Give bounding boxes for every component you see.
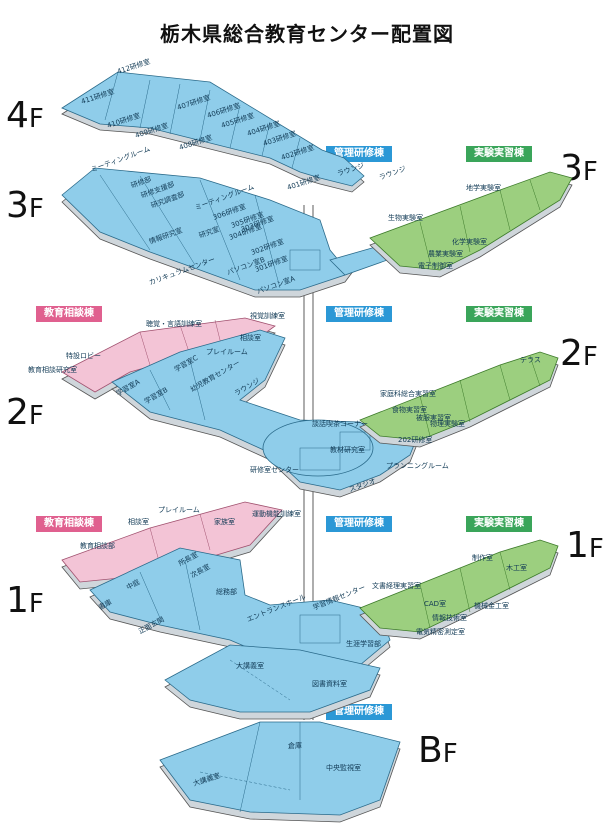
room-label: 機械金工室 xyxy=(474,601,509,610)
room-label: 研修室センター xyxy=(250,465,299,474)
room-label: 被服実習室 xyxy=(416,413,451,422)
room-label: 倉庫 xyxy=(288,741,302,750)
floor-label-3f-left: 3F xyxy=(6,185,44,226)
floor-label-1f-left: 1F xyxy=(6,580,44,621)
room-label: 情報技術室 xyxy=(432,613,467,622)
floor-2f-kanri-plan xyxy=(111,329,421,498)
room-label: 食物実習室 xyxy=(392,405,427,414)
room-label: 地学実験室 xyxy=(466,183,501,192)
room-label: テラス xyxy=(520,356,541,364)
room-label: 化学実験室 xyxy=(452,237,487,246)
floor-3f-jikken-plan xyxy=(369,171,573,278)
room-label: 電気精密測定室 xyxy=(416,627,465,636)
room-label: 総務部 xyxy=(216,587,237,596)
room-label: 木工室 xyxy=(506,563,527,572)
floor-2f-jikken-plan xyxy=(359,351,559,448)
room-label: 談話喫茶コーナー xyxy=(312,419,368,428)
tag-kanri-bf: 管理研修棟 xyxy=(326,704,392,720)
room-label: 生涯学習部 xyxy=(346,639,381,648)
room-label: 202研修室 xyxy=(398,435,432,444)
floor-1f-kanri-plan xyxy=(89,547,391,720)
floor-1f-soudan-plan xyxy=(61,501,283,590)
room-label: 教育相談部 xyxy=(80,541,115,550)
room-label: 教材研究室 xyxy=(330,445,365,454)
room-label: 中央監視室 xyxy=(326,763,361,772)
room-label: プレイルーム xyxy=(158,506,200,514)
floor-label-2f-right: 2F xyxy=(560,333,598,374)
room-label: 家族室 xyxy=(214,517,235,526)
tag-soudan-1f: 教育相談棟 xyxy=(36,516,102,532)
room-label: ミーティングルーム xyxy=(90,144,152,174)
room-label: 視覚訓練室 xyxy=(250,311,285,320)
room-label: 聴覚・言語訓練室 xyxy=(146,319,202,328)
tag-jikken-3f: 実験実習棟 xyxy=(466,146,532,162)
floor-label-bf: BF xyxy=(418,730,458,771)
tag-jikken-2f: 実験実習棟 xyxy=(466,306,532,322)
room-label: プレイルーム xyxy=(206,348,248,356)
room-label: 家庭科総合実習室 xyxy=(380,389,436,398)
room-label: 特設ロビー xyxy=(66,351,101,360)
room-label: 図書資料室 xyxy=(312,679,347,688)
floor-1f-jikken-plan xyxy=(359,539,559,640)
room-label: ラウンジ xyxy=(378,165,407,182)
page-title: 栃木県総合教育センター配置図 xyxy=(160,22,454,46)
room-label: 生物実験室 xyxy=(388,213,423,222)
room-label: 教育相談研究室 xyxy=(28,365,77,374)
floor-label-2f-left: 2F xyxy=(6,392,44,433)
floor-4f-plan xyxy=(61,71,365,193)
room-label: 大講義室 xyxy=(236,661,264,670)
room-label: 物理実験室 xyxy=(430,419,465,428)
room-label: 制作室 xyxy=(472,553,493,562)
room-label: 運動機能訓練室 xyxy=(252,509,301,518)
room-label: 相談室 xyxy=(128,517,149,526)
room-label: 412研修室 xyxy=(116,57,151,76)
floor-label-1f-right: 1F xyxy=(566,525,604,566)
tag-jikken-1f: 実験実習棟 xyxy=(466,516,532,532)
room-label: CAD室 xyxy=(424,599,446,608)
room-label: 電子制御室 xyxy=(418,261,453,270)
tag-soudan-2f: 教育相談棟 xyxy=(36,306,102,322)
room-label: 相談室 xyxy=(240,333,261,342)
floor-bf-plan xyxy=(159,721,401,823)
room-label: 文書経理実習室 xyxy=(372,581,421,590)
tag-kanri-2f: 管理研修棟 xyxy=(326,306,392,322)
room-label: 農業実験室 xyxy=(428,249,463,258)
floor-label-4f: 4F xyxy=(6,95,44,136)
tag-kanri-1f: 管理研修棟 xyxy=(326,516,392,532)
room-label: プランニングルーム xyxy=(386,461,449,470)
